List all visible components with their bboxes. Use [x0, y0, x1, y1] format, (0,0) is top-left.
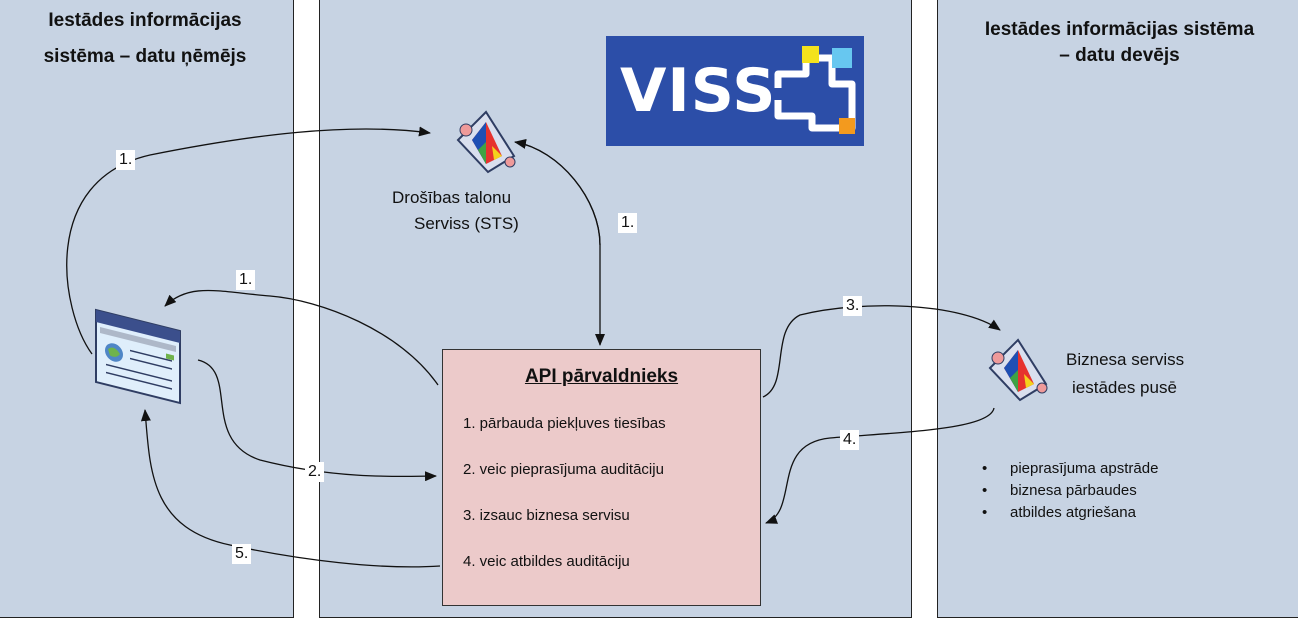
flow-label-1a: 1. [116, 150, 136, 170]
lane-title-line2: sistēma – datu ņēmējs [43, 46, 247, 67]
lane-title-line1: Iestādes informācijas sistēma [984, 19, 1255, 40]
sts-service-icon [456, 110, 516, 174]
api-manager-title: API pārvaldnieks [524, 366, 679, 387]
api-step: 4. veic atbildes auditāciju [463, 553, 630, 570]
list-item: pieprasījuma apstrāde [982, 458, 1159, 480]
flow-arrow-1c [514, 141, 605, 346]
api-step: 2. veic pieprasījuma auditāciju [463, 461, 664, 478]
flow-arrow-5 [140, 409, 441, 568]
api-step: 1. pārbauda piekļuves tiesības [463, 415, 666, 432]
flow-arrow-1a [66, 126, 431, 355]
list-item: atbildes atgriešana [982, 502, 1158, 524]
lane-data-consumer: Iestādes informācijas sistēma – datu ņēm… [0, 0, 294, 618]
browser-window-icon [95, 308, 181, 405]
business-service-label-line2: iestādes pusē [1072, 378, 1177, 397]
viss-logo-mark [771, 46, 856, 134]
list-item: biznesa pārbaudes [982, 480, 1158, 502]
flow-label-3: 3. [843, 296, 863, 316]
sts-label-line1: Drošības talonu [392, 188, 512, 207]
viss-logo: VISS [606, 36, 864, 146]
flow-arrow-1b [164, 289, 439, 386]
lane-title-line1: Iestādes informācijas [48, 10, 242, 31]
flow-arrow-2 [197, 359, 437, 482]
business-service-tasks-list: pieprasījuma apstrāde biznesa pārbaudes … [980, 458, 1159, 524]
flow-label-1c: 1. [618, 213, 638, 233]
flow-label-1b: 1. [236, 270, 256, 290]
flow-label-2: 2. [305, 462, 325, 482]
flow-arrow-4 [765, 407, 995, 524]
flow-label-5: 5. [232, 544, 252, 564]
lane-title-line2: – datu devējs [1059, 45, 1180, 66]
sts-label-line2: Serviss (STS) [414, 214, 519, 233]
business-service-label-line1: Biznesa serviss [1066, 350, 1185, 369]
business-service-icon [988, 338, 1048, 402]
flow-label-4: 4. [840, 430, 860, 450]
viss-logo-text: VISS [620, 56, 777, 126]
flow-arrow-3 [762, 305, 1001, 398]
api-step: 3. izsauc biznesa servisu [463, 507, 630, 524]
api-manager-box: API pārvaldnieks 1. pārbauda piekļuves t… [442, 349, 761, 606]
